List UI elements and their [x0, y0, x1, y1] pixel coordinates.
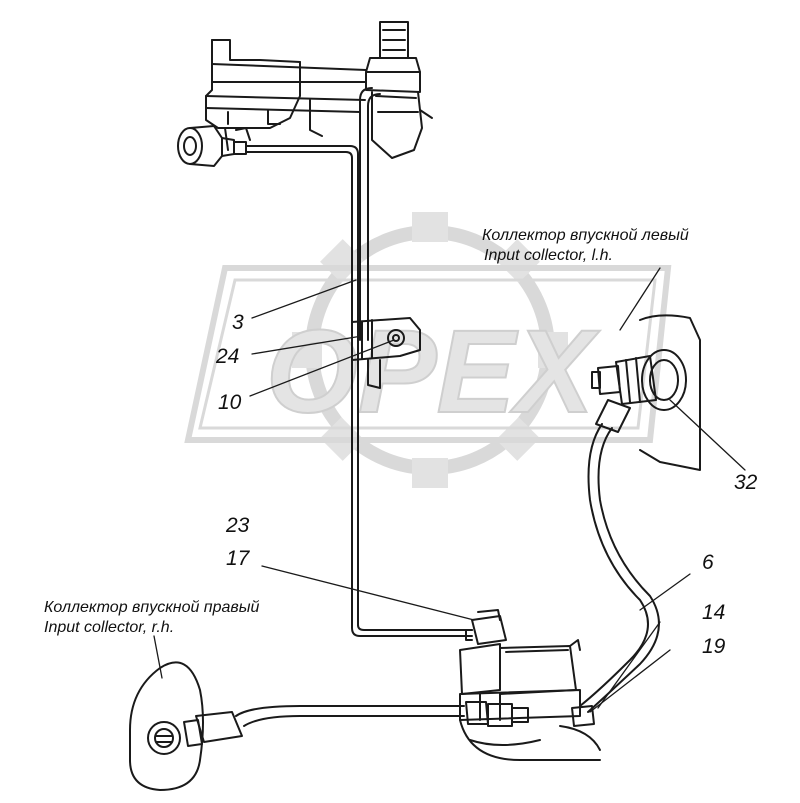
solenoid-valve	[459, 609, 601, 761]
callout-3: 3	[232, 311, 244, 334]
callout-6: 6	[702, 551, 714, 574]
callout-32: 32	[734, 471, 758, 494]
collector-left-label-ru: Коллектор впускной левый	[482, 227, 689, 244]
collector-left-label-en: Input collector, l.h.	[484, 247, 613, 264]
callout-19: 19	[702, 635, 726, 658]
callout-23: 23	[226, 514, 250, 537]
collector-right-label-ru: Коллектор впускной правый	[44, 599, 260, 616]
callout-17: 17	[226, 547, 250, 570]
collector-right-outline	[129, 661, 204, 791]
leader-lines	[153, 267, 746, 713]
engine-bracket-top	[205, 21, 433, 159]
collector-right-label-en: Input collector, r.h.	[44, 619, 175, 636]
pipe-main-vertical	[245, 87, 473, 637]
watermark-logo: OPEX	[184, 212, 672, 488]
watermark-text: OPEX	[266, 306, 600, 438]
fitting-right-32	[591, 314, 701, 471]
callout-14: 14	[702, 601, 726, 624]
fitting-left-top	[177, 125, 251, 167]
watermark-frame	[184, 265, 672, 443]
callout-24: 24	[216, 345, 240, 368]
callout-10: 10	[218, 391, 242, 414]
pipe-6	[579, 423, 660, 713]
pipe-lower	[183, 705, 465, 747]
